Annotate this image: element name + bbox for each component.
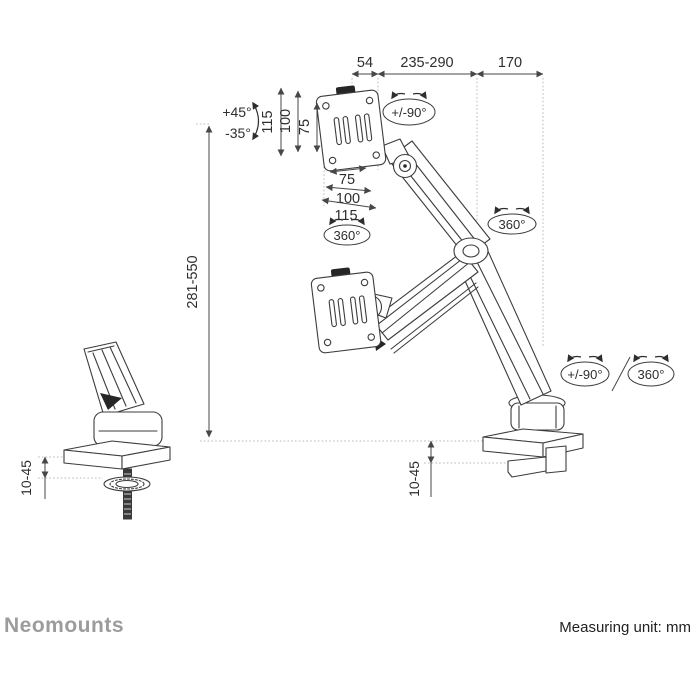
angle-label-rotate-base: 360°: [638, 367, 665, 382]
rotation-arrow-icon: [588, 354, 603, 363]
dim-label-115-horizontal: 115: [334, 208, 357, 224]
rotation-arrow-icon: [350, 217, 365, 226]
dim-label-height-range: 281-550: [185, 255, 201, 308]
rotation-arrow-icon: [515, 206, 530, 215]
rotation-arrow-icon: [412, 91, 427, 100]
vesa-plate-top: [315, 85, 387, 172]
rotation-arrow-icon: [567, 354, 582, 363]
tilt-arc-arrow-icon: [252, 101, 260, 141]
rotation-arrow-icon: [494, 206, 509, 215]
elbow-joint: [453, 237, 489, 265]
dim-label-235-290: 235-290: [400, 55, 453, 71]
angle-label-tilt-up: +45°: [222, 104, 251, 120]
angle-label-swivel-base: +/-90°: [567, 367, 602, 382]
dim-label-grommet-thickness: 10-45: [18, 460, 34, 496]
grommet-base: [63, 341, 171, 520]
measuring-unit-note: Measuring unit: mm: [559, 619, 691, 636]
label-separator-slash: [611, 356, 631, 392]
dimension-lines: 54 235-290 170 115 100 75 75 100 115 281…: [18, 55, 544, 499]
vesa-bracket-top: [381, 138, 418, 179]
angle-annotations: +45° -35° +/-90° 360° 360° +/-90° 360°: [222, 91, 675, 392]
dim-label-clamp-thickness: 10-45: [406, 461, 422, 497]
rotation-arrow-icon: [391, 91, 406, 100]
rotation-arrow-icon: [329, 217, 344, 226]
angle-label-rotate-elbow: 360°: [499, 217, 526, 232]
dim-label-100-horizontal: 100: [336, 191, 360, 207]
dim-label-75-vertical: 75: [297, 119, 313, 135]
rotation-arrow-icon: [654, 354, 669, 363]
angle-label-rotate-vesa: 360°: [334, 228, 361, 243]
dim-label-170: 170: [498, 55, 522, 71]
angle-label-tilt-down: -35°: [225, 125, 251, 141]
dim-label-115-vertical: 115: [260, 110, 276, 133]
vesa-plate-bottom: [310, 267, 382, 354]
dim-label-75-horizontal: 75: [339, 172, 355, 188]
rotation-arrow-icon: [633, 354, 648, 363]
dim-label-54: 54: [357, 55, 373, 71]
dim-label-100-vertical: 100: [278, 109, 294, 133]
angle-label-swivel-head: +/-90°: [391, 105, 426, 120]
brand-logo: Neomounts: [4, 614, 124, 637]
